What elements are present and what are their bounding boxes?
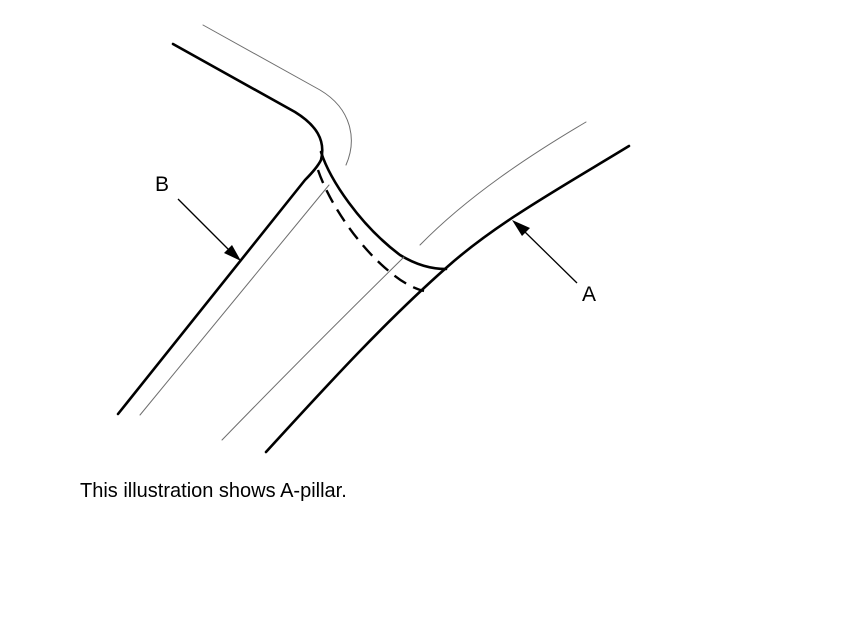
leader-a-arrowhead [512,220,530,236]
callout-a-label: A [582,283,596,306]
windshield-thin-lower-line [221,256,405,441]
callout-b-label: B [155,173,169,196]
windshield-outer-edge-line [264,144,631,454]
leader-a-line [523,230,578,284]
windshield-thin-upper-line [419,121,587,246]
roof-inner-thin-line [202,24,352,166]
hidden-dashed-line [316,169,425,293]
pillar-fillet-line [319,150,448,271]
roof-edge-line [116,42,324,416]
illustration-caption: This illustration shows A-pillar. [80,480,347,502]
pillar-inner-thin-line [139,184,330,416]
leader-b-line [177,198,232,253]
leader-b-arrowhead [224,245,241,261]
